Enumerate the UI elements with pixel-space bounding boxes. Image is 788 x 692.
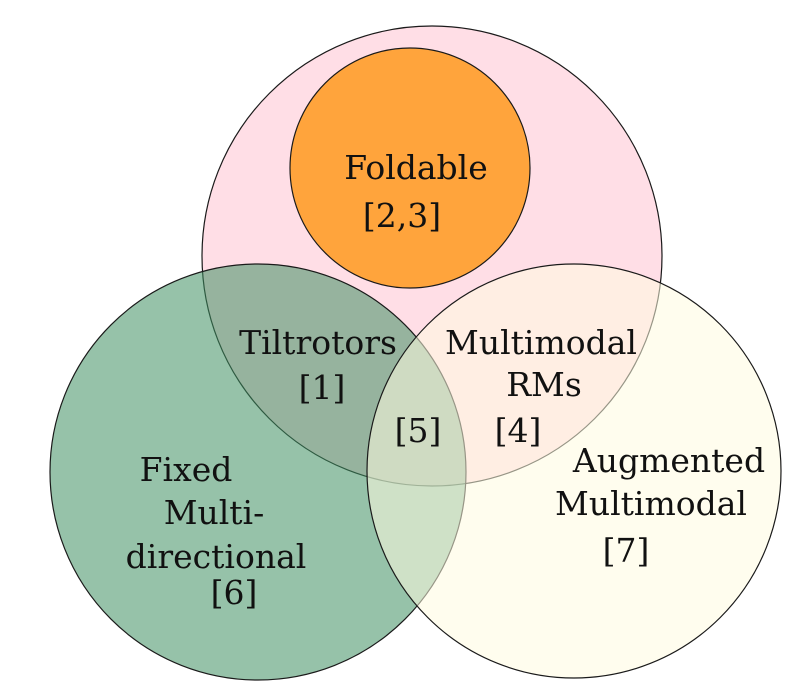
right-circle bbox=[366, 263, 782, 679]
center-ref: [5] bbox=[395, 411, 442, 450]
multimodal-rms-label-line1: Multimodal bbox=[445, 323, 637, 362]
multimodal-rms-label-line2: RMs bbox=[506, 365, 582, 404]
fixed-label-line2: Multi- bbox=[164, 493, 265, 532]
foldable-circle bbox=[289, 47, 531, 289]
foldable-ref: [2,3] bbox=[363, 196, 441, 235]
tiltrotors-ref: [1] bbox=[299, 368, 346, 407]
fixed-label-line1: Fixed bbox=[140, 450, 233, 489]
fixed-label-line3: directional bbox=[126, 537, 307, 576]
augmented-label-line2: Multimodal bbox=[555, 484, 747, 523]
augmented-ref: [7] bbox=[603, 531, 650, 570]
augmented-label-line1: Augmented bbox=[572, 441, 765, 480]
fixed-ref: [6] bbox=[211, 573, 258, 612]
multimodal-rms-ref: [4] bbox=[495, 411, 542, 450]
foldable-label: Foldable bbox=[344, 148, 488, 187]
tiltrotors-label: Tiltrotors bbox=[239, 323, 397, 362]
